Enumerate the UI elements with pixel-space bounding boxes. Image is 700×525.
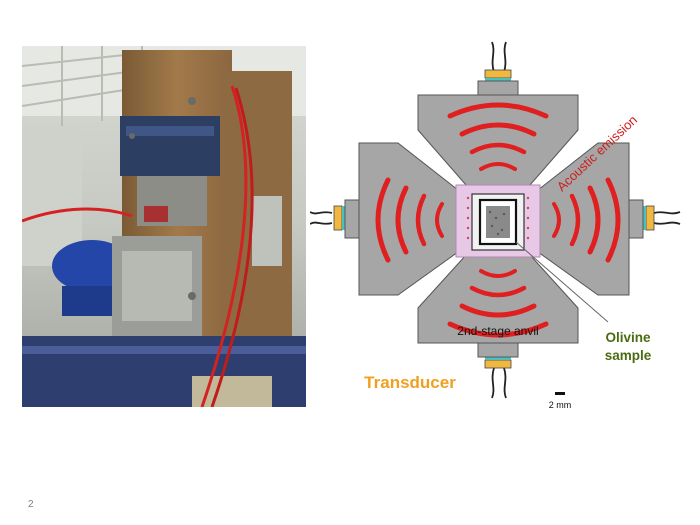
scale-bar-label: 2 mm <box>549 400 572 410</box>
press-apparatus-photo <box>22 46 306 407</box>
transducer-label: Transducer <box>364 373 456 392</box>
sample-label-line1: Olivine <box>605 330 651 345</box>
transducer-left <box>333 205 345 231</box>
sample-assembly <box>466 193 530 251</box>
scale-bar <box>555 392 565 395</box>
sample-pointer-line <box>515 241 609 323</box>
transducer-top <box>484 69 512 81</box>
sample-label-line2: sample <box>605 348 652 363</box>
slide-page-number: 2 <box>28 499 34 510</box>
anvil-schematic-diagram: 2nd-stage anvil Acoustic emission Olivin… <box>309 30 690 430</box>
anvil-left <box>344 142 459 296</box>
transducer-cables <box>309 41 681 399</box>
transducer-bottom <box>484 357 512 369</box>
anvil-bottom <box>417 254 579 358</box>
transducer-right <box>643 205 655 231</box>
anvil-top <box>417 80 579 186</box>
acoustic-waves <box>375 102 621 338</box>
anvil-label: 2nd-stage anvil <box>457 324 538 338</box>
